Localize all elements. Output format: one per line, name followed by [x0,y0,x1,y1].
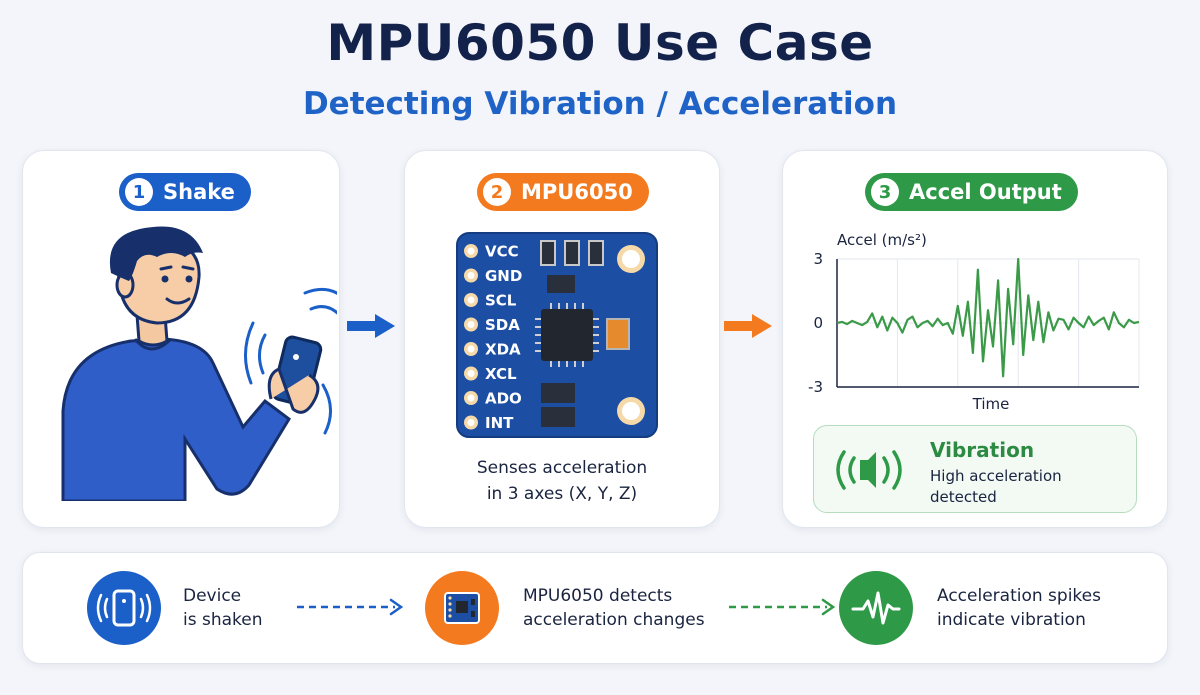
vibration-alert: Vibration High acceleration detected [813,425,1137,513]
process-flow: Device is shaken MPU6050 detects acceler… [22,552,1168,664]
flow-step-2-line1: MPU6050 detects [523,586,673,606]
vibration-title: Vibration [930,438,1035,462]
flow-step-2-line2: acceleration changes [523,610,705,630]
page-title: MPU6050 Use Case [326,14,874,72]
flow-step-1-line2: is shaken [183,610,263,630]
pin-label: VCC [485,243,519,261]
dashed-arrow-icon [297,598,404,616]
acceleration-chart: Accel (m/s²) 3 0 -3 Time [808,231,1140,413]
flow-step-3-line2: indicate vibration [937,610,1086,630]
step-1-label: Shake [163,180,235,204]
vibration-line1: High acceleration [930,467,1062,485]
pin-label: XCL [485,365,517,383]
y-axis-label: Accel (m/s²) [837,231,927,249]
vibration-description: High acceleration detected [930,466,1090,508]
step-1-badge: 1 Shake [119,173,251,211]
y-tick-label: 3 [813,250,823,268]
step-2-number: 2 [483,178,511,206]
arrow-right-icon [724,314,772,338]
y-tick-label: -3 [808,378,823,396]
pin-label: ADO [485,390,522,408]
flow-step-3-text: Acceleration spikes indicate vibration [937,584,1101,632]
series-line [836,257,1140,378]
pin-label: GND [485,267,522,285]
vibration-line2: detected [930,488,997,506]
flow-step-1-text: Device is shaken [183,584,263,632]
flow-step-1-line1: Device [183,586,242,606]
shaking-phone-icon [96,589,152,627]
sensor-caption-line1: Senses acceleration [476,458,648,478]
pin-label: SCL [485,292,517,310]
step-2-badge: 2 MPU6050 [477,173,649,211]
shake-panel: 1 Shake [22,150,340,528]
arrow-right-icon [347,314,395,338]
step-1-number: 1 [125,178,153,206]
dashed-arrow-icon [729,598,836,616]
step-3-number: 3 [871,178,899,206]
waveform-icon [851,591,901,625]
vibration-speaker-icon [836,450,902,490]
sensor-panel: 2 MPU6050 VCC GND SCL SDA XDA XCL ADO INT Sense… [404,150,720,528]
step-2-label: MPU6050 [521,180,633,204]
flow-step-2-text: MPU6050 detects acceleration changes [523,584,705,632]
sensor-caption-line2: in 3 axes (X, Y, Z) [486,484,638,504]
flow-step-3-line1: Acceleration spikes [937,586,1101,606]
y-tick-label: 0 [813,314,823,332]
step-3-label: Accel Output [909,180,1062,204]
mpu6050-board: VCC GND SCL SDA XDA XCL ADO INT [456,232,658,438]
flow-step-1-icon-circle [87,571,161,645]
x-axis-label: Time [972,395,1010,413]
person-shaking-phone-illustration [61,226,337,501]
chip-board-icon [444,592,480,624]
step-3-badge: 3 Accel Output [865,173,1078,211]
output-panel: 3 Accel Output Accel (m/s²) 3 0 -3 Time Vi… [782,150,1168,528]
pin-label: XDA [485,341,521,359]
page-subtitle: Detecting Vibration / Acceleration [302,86,898,122]
flow-step-3-icon-circle [839,571,913,645]
flow-step-2-icon-circle [425,571,499,645]
pin-label: INT [485,414,514,432]
pin-label: SDA [485,316,520,334]
